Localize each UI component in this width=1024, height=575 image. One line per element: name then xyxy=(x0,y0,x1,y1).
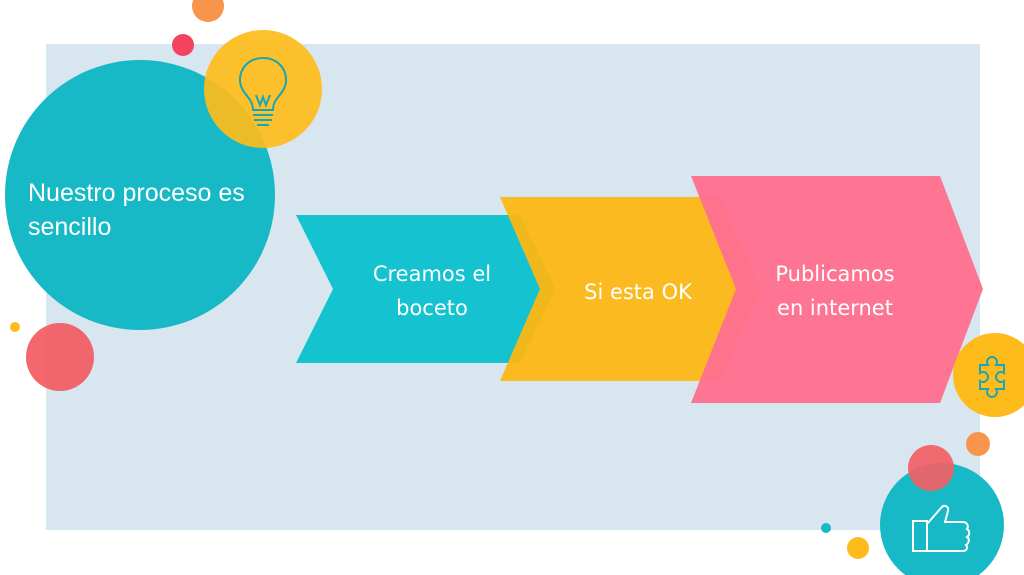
orange-dot-top xyxy=(192,0,224,22)
title-circle xyxy=(5,60,275,330)
chevron-step-3 xyxy=(691,176,983,403)
teal-dot-bottom xyxy=(821,523,831,533)
puzzle-icon xyxy=(979,356,1005,398)
lightbulb-circle xyxy=(204,30,322,148)
chevron-step-1 xyxy=(296,215,556,363)
orange-dot-right xyxy=(966,432,990,456)
red-circle-left xyxy=(26,323,94,391)
thumbs-up-icon xyxy=(912,504,971,552)
chevron-step-2 xyxy=(500,197,760,381)
red-circle-right xyxy=(908,445,954,491)
diagram-title: Nuestro proceso es sencillo xyxy=(28,179,245,241)
yellow-dot-bottom xyxy=(847,537,869,559)
thumbs-circle xyxy=(880,463,1004,575)
step-1-label: Creamos el boceto xyxy=(372,262,492,320)
yellow-dot-left xyxy=(10,322,20,332)
lightbulb-icon xyxy=(238,56,288,126)
pink-dot-top xyxy=(172,34,194,56)
step-3-label: Publicamos en internet xyxy=(775,262,895,320)
step-2-label: Si esta OK xyxy=(584,280,692,304)
